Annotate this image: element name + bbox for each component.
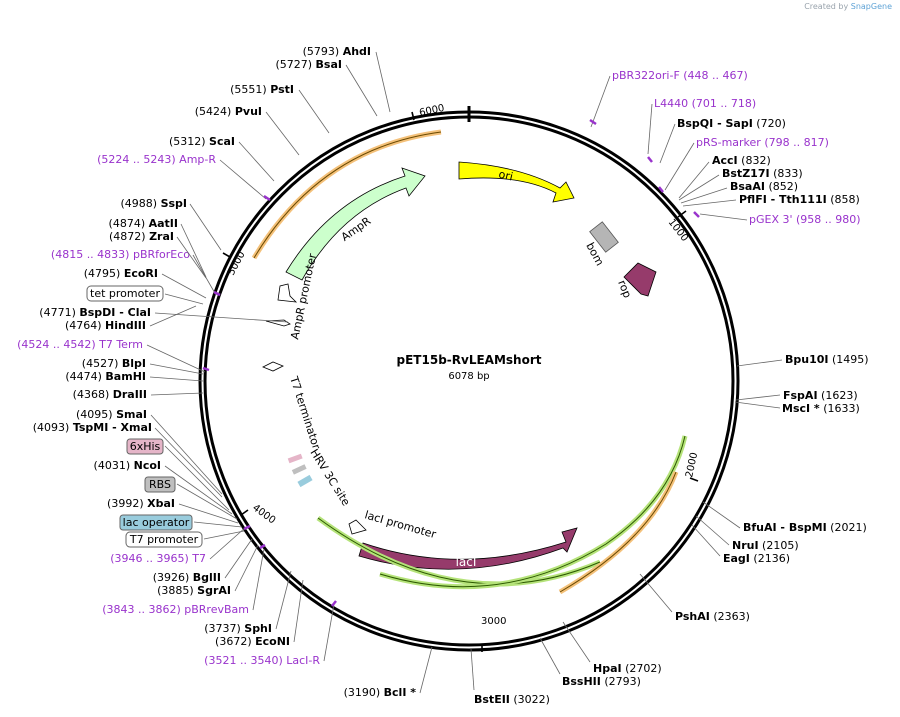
site-label[interactable]: (4764) HindIII bbox=[65, 319, 146, 332]
feature-layer: ori bom rop AmpR AmpR promoter T7 termin… bbox=[251, 129, 688, 595]
rbs-mark bbox=[291, 464, 307, 475]
site-label[interactable]: MscI * (1633) bbox=[782, 402, 860, 415]
primer-label[interactable]: pRS-marker (798 .. 817) bbox=[696, 136, 829, 149]
lower-green-line bbox=[379, 435, 686, 588]
primer-label[interactable]: pGEX 3' (958 .. 980) bbox=[749, 213, 861, 226]
site-label[interactable]: (4474) BamHI bbox=[65, 370, 146, 383]
tick-label: 2000 bbox=[684, 451, 700, 478]
hrv-3c-label: HRV 3C site bbox=[307, 447, 352, 509]
tick-label: 5000 bbox=[226, 250, 248, 278]
rop-label: rop bbox=[615, 278, 634, 300]
site-label[interactable]: BfuAI - BspMI (2021) bbox=[743, 521, 867, 534]
tick-label: 3000 bbox=[481, 616, 506, 627]
ampr-orf-line bbox=[253, 131, 442, 259]
ampr-feature[interactable] bbox=[285, 167, 426, 281]
ori-feature[interactable] bbox=[458, 161, 575, 203]
rop-feature[interactable] bbox=[623, 262, 657, 297]
t7-promoter-box[interactable] bbox=[125, 531, 203, 548]
his-tag-box[interactable] bbox=[126, 438, 164, 455]
his-tag-mark bbox=[287, 453, 303, 464]
lac-operator-box[interactable] bbox=[119, 514, 193, 531]
site-label[interactable]: (4527) BlpI bbox=[82, 357, 146, 370]
laci-promoter-label: lacI promoter bbox=[363, 508, 438, 541]
site-label[interactable]: (4368) DraIII bbox=[73, 388, 147, 401]
primer-label[interactable]: pBR322ori-F (448 .. 467) bbox=[612, 69, 748, 82]
site-label[interactable]: (4795) EcoRI bbox=[84, 267, 158, 280]
tick-label: 4000 bbox=[250, 503, 277, 527]
site-label[interactable]: (3992) XbaI bbox=[107, 497, 175, 510]
primer-label[interactable]: (4815 .. 4833) pBRforEco bbox=[51, 248, 190, 261]
site-label[interactable]: (3672) EcoNI bbox=[215, 635, 290, 648]
lac-operator-mark bbox=[297, 474, 313, 488]
site-label[interactable]: (4874) AatII bbox=[109, 217, 178, 230]
site-label[interactable]: HpaI (2702) bbox=[593, 662, 662, 675]
site-label[interactable]: (4031) NcoI bbox=[94, 459, 161, 472]
site-label[interactable]: BssHII (2793) bbox=[562, 675, 641, 688]
site-label[interactable]: (3885) SgrAI bbox=[157, 584, 231, 597]
site-label[interactable]: (3190) BclI * bbox=[344, 686, 417, 699]
t7-terminator-arrow[interactable] bbox=[262, 361, 284, 372]
site-label[interactable]: (5312) ScaI bbox=[169, 135, 235, 148]
tick-marks bbox=[222, 111, 699, 652]
tick-label: 6000 bbox=[418, 103, 445, 119]
site-label[interactable]: BsaAI (852) bbox=[730, 180, 798, 193]
site-label[interactable]: PshAI (2363) bbox=[675, 610, 750, 623]
laci-orf-line bbox=[317, 517, 601, 585]
bom-feature[interactable] bbox=[589, 221, 619, 253]
laci-label: lacI bbox=[456, 555, 477, 569]
t7-terminator-label: T7 terminator bbox=[287, 374, 323, 451]
his-tag-label: 6xHis bbox=[130, 440, 161, 453]
primer-label[interactable]: (5224 .. 5243) Amp-R bbox=[97, 153, 216, 166]
primer-label[interactable]: (3843 .. 3862) pBRrevBam bbox=[102, 603, 249, 616]
lower-orange-line bbox=[559, 471, 677, 593]
primer-ticks bbox=[202, 118, 700, 607]
laci-promoter-arrow[interactable] bbox=[348, 519, 367, 535]
site-label[interactable]: (4095) SmaI bbox=[76, 408, 147, 421]
site-label[interactable]: BspQI - SapI (720) bbox=[677, 117, 786, 130]
primer-label[interactable]: (3946 .. 3965) T7 bbox=[110, 552, 206, 565]
snapgene-brand: SnapGene bbox=[850, 2, 892, 11]
site-label[interactable]: (4988) SspI bbox=[120, 197, 187, 210]
laci-feature[interactable] bbox=[358, 527, 578, 570]
site-label[interactable]: Bpu10I (1495) bbox=[785, 353, 869, 366]
label-layer: (5793) AhdI (5727) BsaI (5551) PstI (542… bbox=[17, 45, 869, 706]
rbs-box[interactable] bbox=[144, 476, 176, 493]
site-label[interactable]: (5551) PstI bbox=[230, 83, 294, 96]
site-label[interactable]: (5424) PvuI bbox=[195, 105, 262, 118]
site-label[interactable]: NruI (2105) bbox=[732, 539, 799, 552]
lac-operator-label: lac operator bbox=[123, 516, 190, 529]
plasmid-size: 6078 bp bbox=[448, 371, 489, 382]
leader-lines bbox=[146, 51, 783, 694]
site-label[interactable]: (5727) BsaI bbox=[275, 58, 342, 71]
ori-label: ori bbox=[497, 168, 514, 184]
site-label[interactable]: EagI (2136) bbox=[723, 552, 790, 565]
site-label[interactable]: (5793) AhdI bbox=[303, 45, 371, 58]
tet-promoter-box[interactable] bbox=[86, 285, 164, 302]
primer-label[interactable]: L4440 (701 .. 718) bbox=[654, 97, 756, 110]
site-label[interactable]: (3926) BglII bbox=[153, 571, 221, 584]
site-label[interactable]: (4771) BspDI - ClaI bbox=[39, 306, 151, 319]
site-label[interactable]: BstEII (3022) bbox=[474, 693, 550, 706]
site-label[interactable]: (4093) TspMI - XmaI bbox=[33, 421, 152, 434]
primer-label[interactable]: (3521 .. 3540) LacI-R bbox=[204, 654, 320, 667]
rbs-label: RBS bbox=[149, 478, 171, 491]
site-label[interactable]: BstZ17I (833) bbox=[722, 167, 803, 180]
site-label[interactable]: (3737) SphI bbox=[204, 622, 272, 635]
primer-label[interactable]: (4524 .. 4542) T7 Term bbox=[17, 338, 143, 351]
t7-promoter-label: T7 promoter bbox=[129, 533, 199, 546]
tet-promoter-label: tet promoter bbox=[90, 287, 160, 300]
ampr-promoter-arrow[interactable] bbox=[277, 283, 298, 303]
snapgene-watermark: Created by SnapGene bbox=[804, 2, 892, 11]
site-label[interactable]: FspAI (1623) bbox=[783, 389, 858, 402]
created-by-text: Created by bbox=[804, 2, 849, 11]
site-label[interactable]: PflFI - Tth111I (858) bbox=[739, 193, 860, 206]
plasmid-name: pET15b-RvLEAMshort bbox=[397, 353, 542, 367]
site-label[interactable]: (4872) ZraI bbox=[109, 230, 174, 243]
site-label[interactable]: AccI (832) bbox=[712, 154, 771, 167]
